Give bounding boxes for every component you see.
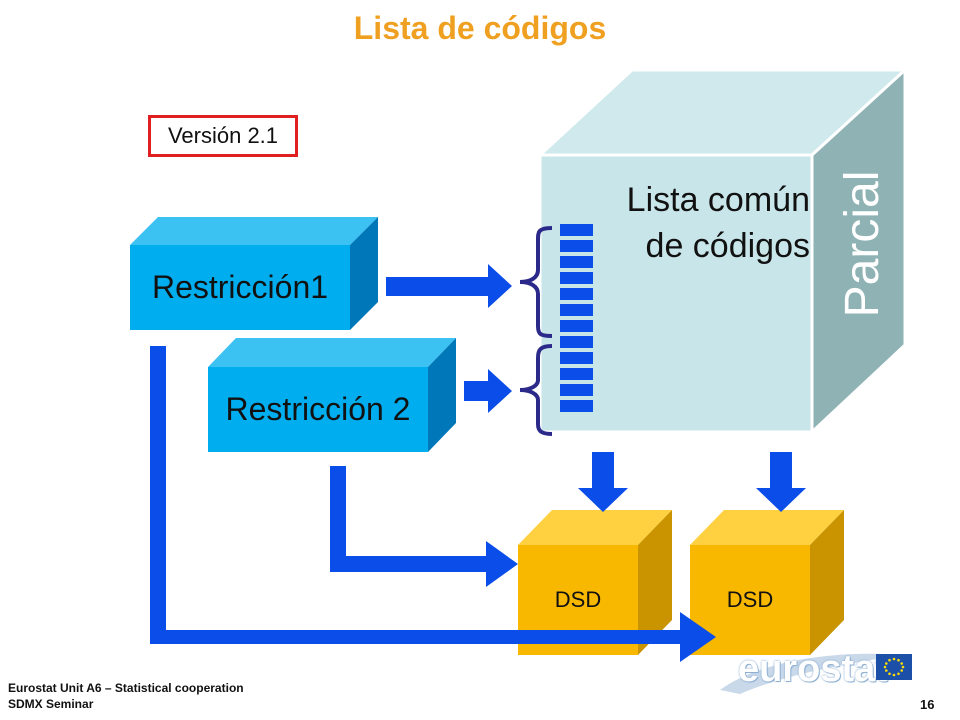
dsd2-label: DSD [726,587,774,612]
restriction1-box [130,217,378,330]
restriction1-front [130,245,350,330]
brace-restriction2 [519,344,553,436]
dsd2-top [690,510,844,545]
version-badge: Versión 2.1 [148,115,298,157]
partial-label: Parcial [835,170,889,318]
common-list-label: Lista común de códigos [555,168,810,278]
dsd1-label: DSD [554,587,602,612]
eu-flag-icon [876,654,912,680]
restriction2-label: Restricción 2 [225,390,411,427]
code-entry [560,224,593,236]
restriction2-box [208,338,456,452]
code-entry [560,336,593,348]
code-entry [560,384,593,396]
footer-seminar: SDMX Seminar [8,697,94,711]
dsd2-side [810,510,844,655]
code-entry [560,288,593,300]
restriction2-top [208,338,456,367]
eu-stars-icon [883,657,905,677]
code-entry [560,368,593,380]
restriction1-side [350,217,378,330]
common-list-label-line1: Lista común [626,181,810,219]
code-entry [560,256,593,268]
brace-restriction1 [519,226,553,338]
code-entries [560,224,593,412]
code-entry [560,272,593,284]
eurostat-logo-swoosh [720,653,900,694]
footer-unit: Eurostat Unit A6 – Statistical cooperati… [8,681,244,695]
slide-title: Lista de códigos [353,10,607,46]
dsd1-side [638,510,672,655]
restriction1-label: Restricción1 [151,268,329,305]
code-entry [560,320,593,332]
arrow-restriction1-to-dsd2 [150,346,716,662]
restriction1-top [130,217,378,245]
arrow-restriction2-to-list [464,369,512,413]
page-number: 16 [920,697,935,712]
dsd1-top [518,510,672,545]
arrow-list-to-dsd1 [578,452,628,512]
eurostat-logo: eurostat [738,648,888,690]
arrow-restriction2-to-dsd1 [330,466,518,587]
code-entry [560,352,593,364]
dsd2-box [690,510,844,655]
code-entry [560,240,593,252]
restriction2-front [208,367,428,452]
arrow-list-to-dsd2 [756,452,806,512]
arrow-restriction1-to-list [386,264,512,308]
code-entry [560,304,593,316]
common-list-label-line2: de códigos [645,227,810,265]
code-entry [560,400,593,412]
restriction2-side [428,338,456,452]
